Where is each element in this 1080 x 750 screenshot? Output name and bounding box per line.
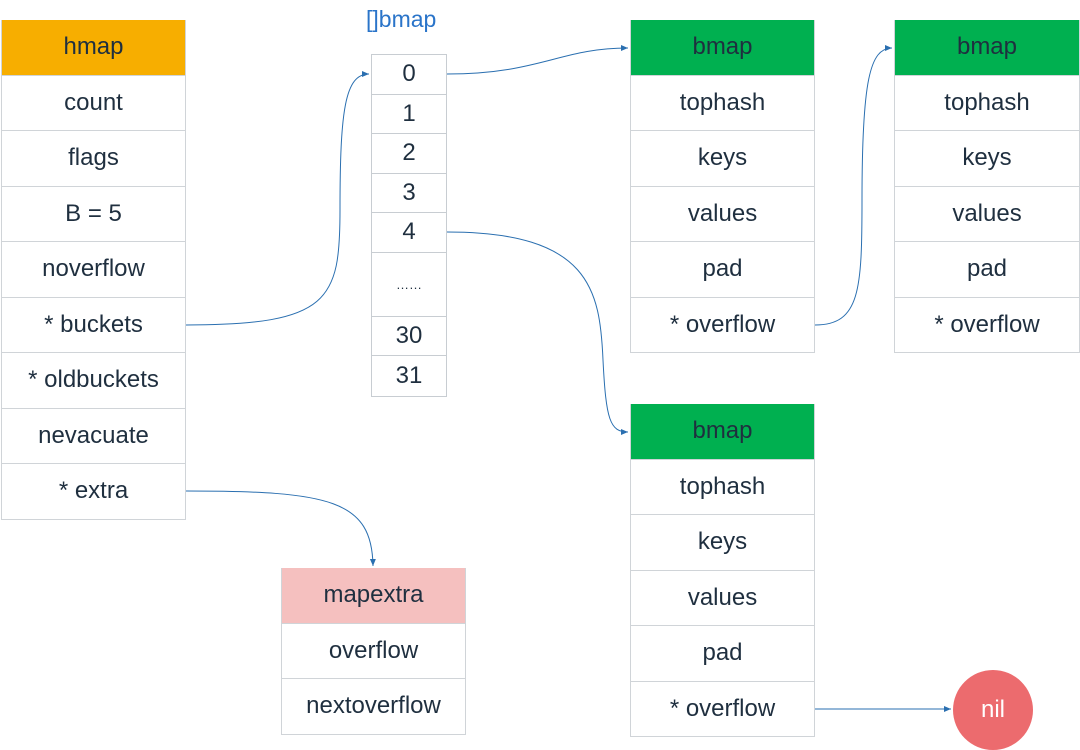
hmap-field-count: count (2, 76, 185, 131)
arrow-slot0-to-bmap (446, 45, 629, 75)
mapextra-header: mapextra (282, 568, 465, 624)
bucket-slot-4: 4 (372, 213, 446, 253)
bucket-slot-0: 0 (372, 55, 446, 95)
hmap-field-buckets: * buckets (2, 298, 185, 353)
arrow-slot4-to-bmap (446, 231, 629, 435)
bmap-field-values: values (631, 187, 814, 242)
bmap-header: bmap (631, 20, 814, 76)
arrow-overflow-to-bmap (814, 45, 893, 326)
bmap-field-keys: keys (895, 131, 1079, 187)
hmap-field-b: B = 5 (2, 187, 185, 242)
nil-node: nil (953, 670, 1033, 750)
hmap-field-flags: flags (2, 131, 185, 187)
bucket-slot-3: 3 (372, 174, 446, 213)
hmap-field-extra: * extra (2, 464, 185, 520)
bmap-field-values: values (895, 187, 1079, 242)
bucket-array: 0 1 2 3 4 …… 30 31 (371, 54, 447, 397)
bucket-slot-1: 1 (372, 95, 446, 134)
bmap-field-keys: keys (631, 131, 814, 187)
hmap-struct: hmap count flags B = 5 noverflow * bucke… (1, 20, 186, 520)
bmap-field-tophash: tophash (631, 76, 814, 131)
bmap-struct-bucket-0: bmap tophash keys values pad * overflow (630, 20, 815, 353)
mapextra-field-nextoverflow: nextoverflow (282, 679, 465, 735)
bmap-field-tophash: tophash (895, 76, 1079, 131)
hmap-field-noverflow: noverflow (2, 242, 185, 298)
bmap-field-pad: pad (895, 242, 1079, 298)
bucket-slot-2: 2 (372, 134, 446, 174)
bucket-array-title: []bmap (366, 6, 437, 32)
arrow-extra-to-mapextra (185, 490, 376, 567)
mapextra-struct: mapextra overflow nextoverflow (281, 568, 466, 735)
bmap-field-overflow: * overflow (895, 298, 1079, 353)
arrow-buckets-to-array (185, 71, 370, 326)
bmap-field-pad: pad (631, 242, 814, 298)
bucket-slot-ellipsis: …… (372, 253, 446, 317)
bmap-field-tophash: tophash (631, 460, 814, 515)
bmap-header: bmap (895, 20, 1079, 76)
bmap-header: bmap (631, 404, 814, 460)
bmap-field-values: values (631, 571, 814, 626)
bmap-field-overflow: * overflow (631, 298, 814, 353)
bucket-slot-30: 30 (372, 317, 446, 356)
bmap-struct-overflow: bmap tophash keys values pad * overflow (894, 20, 1080, 353)
bmap-field-overflow: * overflow (631, 682, 814, 737)
hmap-field-oldbuckets: * oldbuckets (2, 353, 185, 409)
bmap-struct-bucket-4: bmap tophash keys values pad * overflow (630, 404, 815, 737)
bucket-slot-31: 31 (395, 361, 423, 389)
bmap-field-keys: keys (631, 515, 814, 571)
mapextra-field-overflow: overflow (282, 624, 465, 679)
hmap-header: hmap (2, 20, 185, 76)
bmap-field-pad: pad (631, 626, 814, 682)
hmap-field-nevacuate: nevacuate (2, 409, 185, 464)
